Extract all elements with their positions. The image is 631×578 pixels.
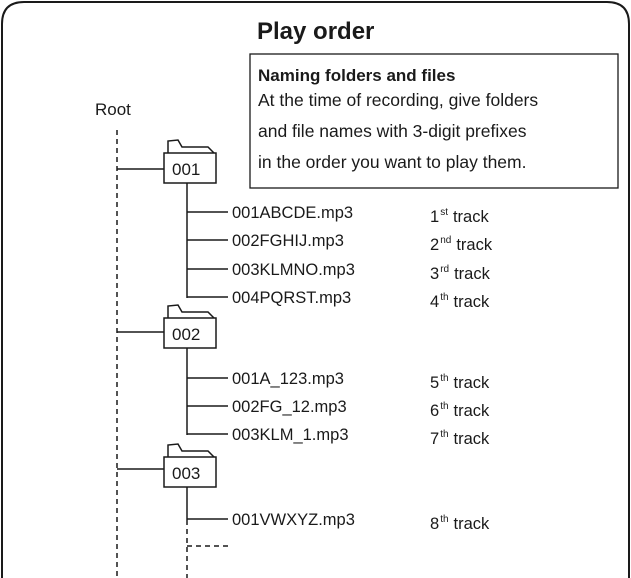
page-title: Play order: [257, 18, 374, 45]
folder-icon: [163, 304, 217, 349]
file-name: 001ABCDE.mp3: [232, 204, 353, 222]
file-name: 002FGHIJ.mp3: [232, 232, 344, 250]
naming-note-box: [249, 53, 619, 189]
note-line: in the order you want to play them.: [258, 152, 526, 172]
folder-label: 002: [172, 325, 200, 344]
file-name: 001VWXYZ.mp3: [232, 511, 355, 529]
file-name: 003KLMNO.mp3: [232, 261, 355, 279]
note-line: and file names with 3-digit prefixes: [258, 121, 527, 141]
folder-icon: [163, 443, 217, 488]
folder-label: 003: [172, 464, 200, 483]
file-name: 002FG_12.mp3: [232, 398, 347, 416]
note-heading: Naming folders and files: [258, 66, 455, 85]
folder-icon: [163, 139, 217, 184]
folder-label: 001: [172, 160, 200, 179]
file-name: 001A_123.mp3: [232, 370, 344, 388]
note-line: At the time of recording, give folders: [258, 90, 538, 110]
file-name: 004PQRST.mp3: [232, 289, 351, 307]
file-name: 003KLM_1.mp3: [232, 426, 349, 444]
root-label: Root: [95, 100, 131, 119]
